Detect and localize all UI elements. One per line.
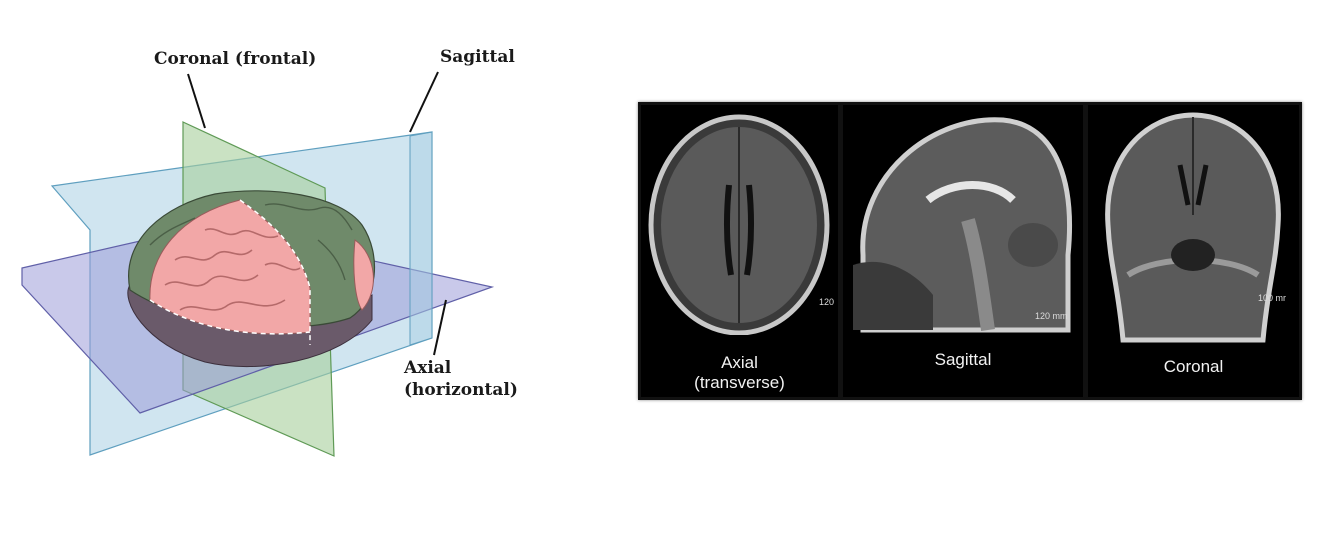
mri-axial-panel: 120 Axial (transverse) bbox=[641, 105, 838, 397]
label-axial-sub: (horizontal) bbox=[404, 380, 518, 400]
axial-caption-sub: (transverse) bbox=[694, 373, 785, 392]
label-sagittal: Sagittal bbox=[440, 47, 515, 67]
brain-gyri-texture bbox=[164, 228, 301, 311]
mri-panel-strip: 120 Axial (transverse) 120 mm Sagittal 1… bbox=[638, 102, 1302, 400]
cut-lines bbox=[149, 199, 311, 345]
sagittal-plane-front bbox=[409, 131, 433, 346]
coronal-caption: Coronal bbox=[1163, 357, 1224, 376]
sagittal-caption: Sagittal bbox=[934, 350, 992, 369]
mri-sagittal-panel: 120 mm Sagittal bbox=[843, 105, 1083, 397]
axial-scale-label: 120 bbox=[819, 297, 835, 307]
axial-leader-line bbox=[433, 299, 447, 356]
brain-gray-gyri-texture bbox=[149, 203, 353, 281]
sagittal-leader-line bbox=[409, 71, 439, 133]
sagittal-scale-label: 120 mm bbox=[1035, 311, 1068, 321]
label-axial: Axial bbox=[404, 358, 452, 378]
brain-right-lobe bbox=[353, 239, 374, 311]
coronal-scale-label: 100 mr bbox=[1258, 293, 1287, 303]
axial-caption: Axial bbox=[721, 353, 758, 372]
coronal-mri-image bbox=[1105, 112, 1281, 343]
axial-mri-image bbox=[648, 114, 830, 336]
mri-coronal-panel: 100 mr Coronal bbox=[1088, 105, 1299, 397]
coronal-leader-line bbox=[187, 73, 206, 129]
brain-planes-diagram bbox=[21, 71, 495, 457]
sagittal-mri-image bbox=[853, 117, 1072, 333]
label-coronal: Coronal (frontal) bbox=[154, 49, 317, 69]
